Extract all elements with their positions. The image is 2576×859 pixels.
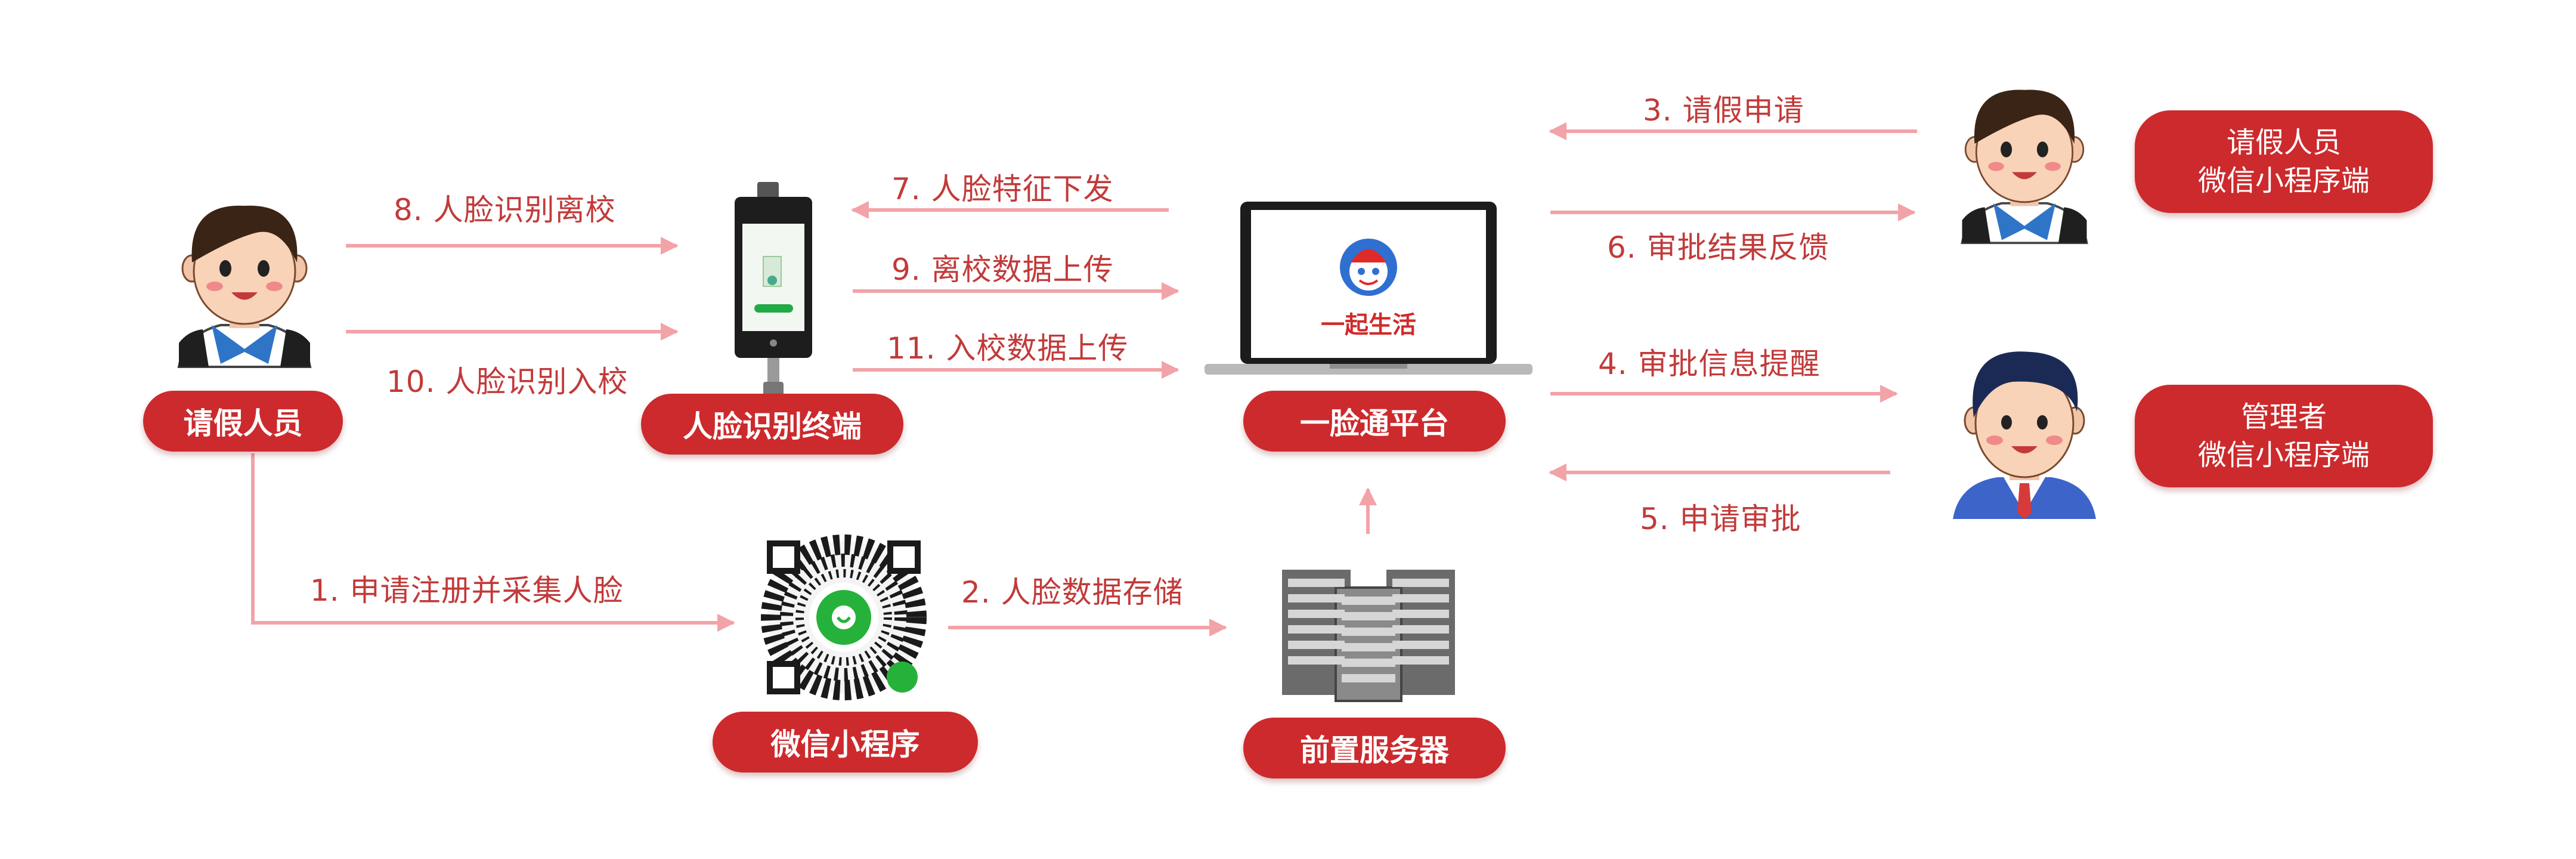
student-avatar-icon	[177, 205, 312, 368]
arrows	[251, 122, 1917, 636]
node-manager-app: 管理者 微信小程序端	[2135, 385, 2433, 487]
step-10-label: 10. 人脸识别入校	[386, 364, 628, 399]
qr-code-icon	[761, 534, 927, 700]
step-6-label: 6. 审批结果反馈	[1607, 230, 1829, 265]
step-9-label: 9. 离校数据上传	[891, 252, 1114, 287]
step-3-label: 3. 请假申请	[1643, 93, 1804, 128]
step-8-label: 8. 人脸识别离校	[394, 193, 616, 227]
platform-logo-text: 一起生活	[1321, 311, 1416, 339]
platform-logo-icon	[1340, 239, 1397, 296]
step-5-label: 5. 申请审批	[1640, 502, 1801, 536]
applicant-avatar-icon	[1961, 89, 2088, 245]
server-icon	[1282, 570, 1455, 702]
step-4-label: 4. 审批信息提醒	[1598, 347, 1820, 381]
applicant-app-line2: 微信小程序端	[2197, 164, 2370, 197]
step-7-label: 7. 人脸特征下发	[891, 172, 1114, 206]
node-face-terminal: 人脸识别终端	[641, 394, 903, 455]
laptop-icon: 一起生活	[1205, 202, 1532, 375]
step-11-label: 11. 入校数据上传	[887, 331, 1129, 366]
node-mini-program: 微信小程序	[713, 712, 978, 773]
node-applicant-app: 请假人员 微信小程序端	[2135, 110, 2433, 213]
applicant-app-line1: 请假人员	[2226, 126, 2341, 159]
manager-avatar-icon	[1953, 351, 2096, 519]
face-terminal-icon	[735, 182, 812, 400]
manager-app-line1: 管理者	[2240, 400, 2327, 434]
node-platform: 一脸通平台	[1243, 391, 1506, 452]
manager-app-line2: 微信小程序端	[2197, 438, 2370, 472]
node-front-server: 前置服务器	[1243, 718, 1506, 778]
node-leave-person: 请假人员	[143, 391, 343, 452]
arrow-1	[251, 453, 735, 632]
step-2-label: 2. 人脸数据存储	[961, 575, 1184, 610]
step-1-label: 1. 申请注册并采集人脸	[310, 573, 624, 608]
